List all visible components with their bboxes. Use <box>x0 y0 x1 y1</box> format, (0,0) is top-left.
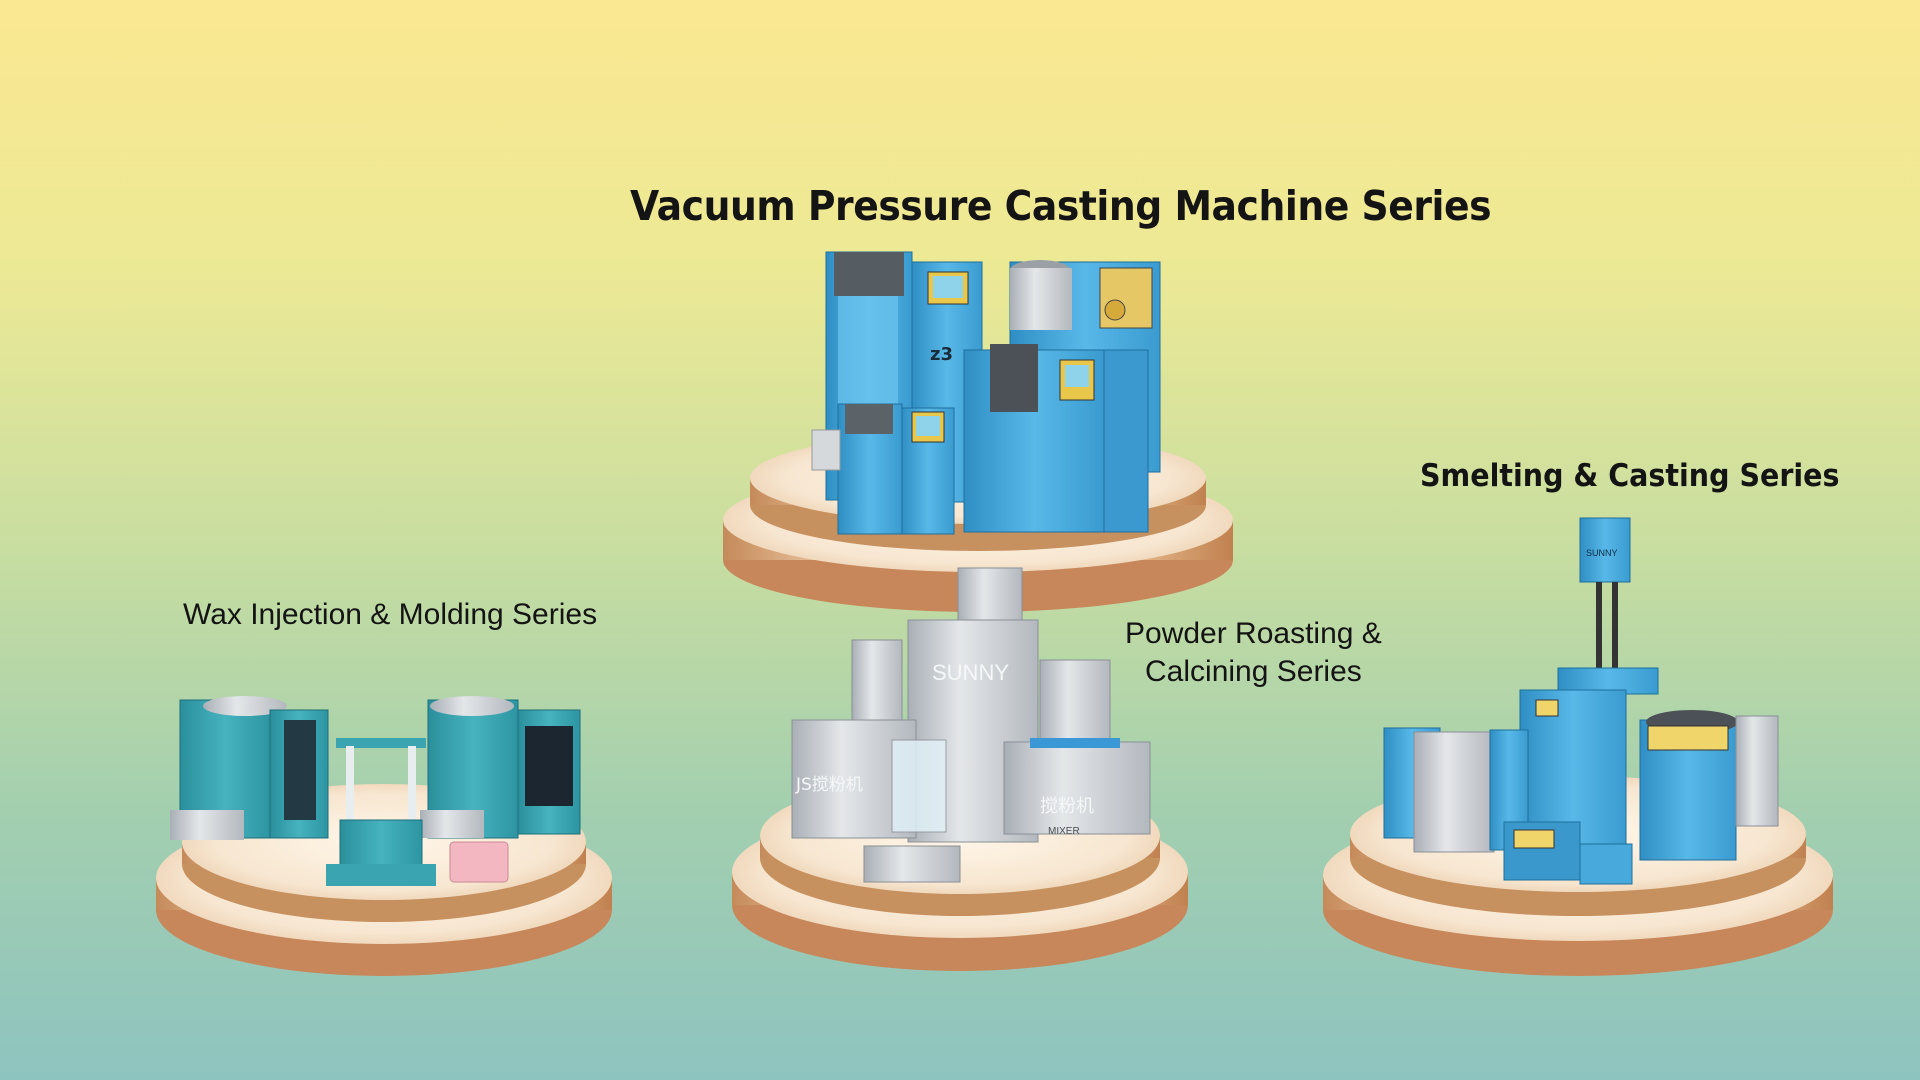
vacuum-machines: z3 <box>811 251 1161 535</box>
wax-series-title[interactable]: Wax Injection & Molding Series <box>183 598 598 631</box>
vacuum-series-title[interactable]: Vacuum Pressure Casting Machine Series <box>630 182 1492 230</box>
smelting-series-title[interactable]: Smelting & Casting Series <box>1420 458 1840 494</box>
powder-series-title[interactable]: Powder Roasting & Calcining Series <box>1125 615 1382 691</box>
powder-series-title-line1: Powder Roasting & <box>1125 617 1382 650</box>
sunny-tall-text: SUNNY <box>1586 548 1618 558</box>
mixer-left-label: JS搅粉机 <box>795 775 863 795</box>
mixer-right-label: 搅粉机 <box>1040 796 1094 817</box>
z3-text: z3 <box>930 344 953 365</box>
mixer-en-label: MIXER <box>1048 826 1080 837</box>
powder-machines: SUNNY JS搅粉机 搅粉机 MIXER <box>791 567 1151 883</box>
wax-machines <box>170 696 581 886</box>
powder-series-title-line2: Calcining Series <box>1145 655 1362 688</box>
smelting-machines: SUNNY <box>1383 517 1779 885</box>
sunny-logo-text: SUNNY <box>932 660 1009 685</box>
